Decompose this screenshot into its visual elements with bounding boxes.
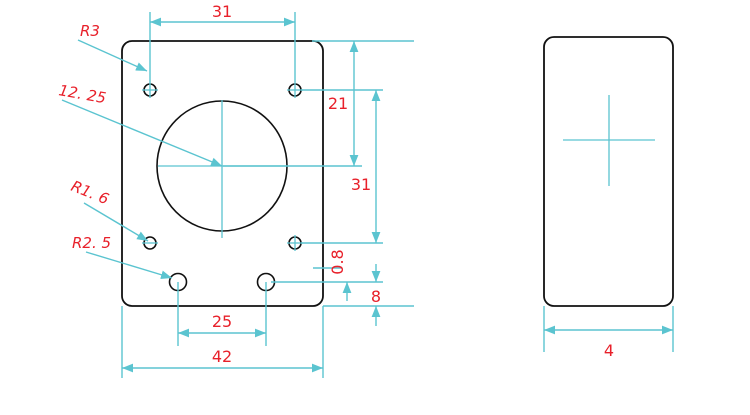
dim-top-width-label: 31 — [212, 2, 232, 21]
leader-bore-diameter — [61, 99, 223, 167]
dim-right-upper-label: 21 — [328, 94, 348, 113]
callout-corner-radius: R3 — [80, 22, 100, 40]
dim-side-thickness — [543, 306, 674, 352]
leader-slot-radius — [85, 251, 173, 280]
callout-hole-radius: R1. 6 — [69, 177, 112, 208]
dim-slot-offset-label: 0.8 — [328, 249, 347, 274]
dim-right-extensions — [223, 40, 414, 307]
dim-slot-height-label: 8 — [371, 287, 381, 306]
mount-hole-centermarks — [142, 82, 303, 251]
dim-side-thickness-label: 4 — [604, 341, 614, 360]
dim-right-lower-label: 31 — [351, 175, 371, 194]
leader-hole-radius — [83, 202, 149, 242]
side-view: 4 — [543, 36, 674, 360]
callout-slot-radius: R2. 5 — [72, 234, 111, 252]
front-view: 31 21 31 0.8 8 — [57, 2, 414, 378]
callout-bore-diameter: 12. 25 — [57, 81, 107, 107]
dim-total-width-label: 42 — [212, 347, 232, 366]
leader-corner-radius — [77, 39, 148, 72]
dim-slot-spacing — [177, 282, 267, 346]
dim-total-width — [121, 306, 324, 378]
dim-top-width — [149, 12, 296, 98]
dim-slot-spacing-label: 25 — [212, 312, 232, 331]
